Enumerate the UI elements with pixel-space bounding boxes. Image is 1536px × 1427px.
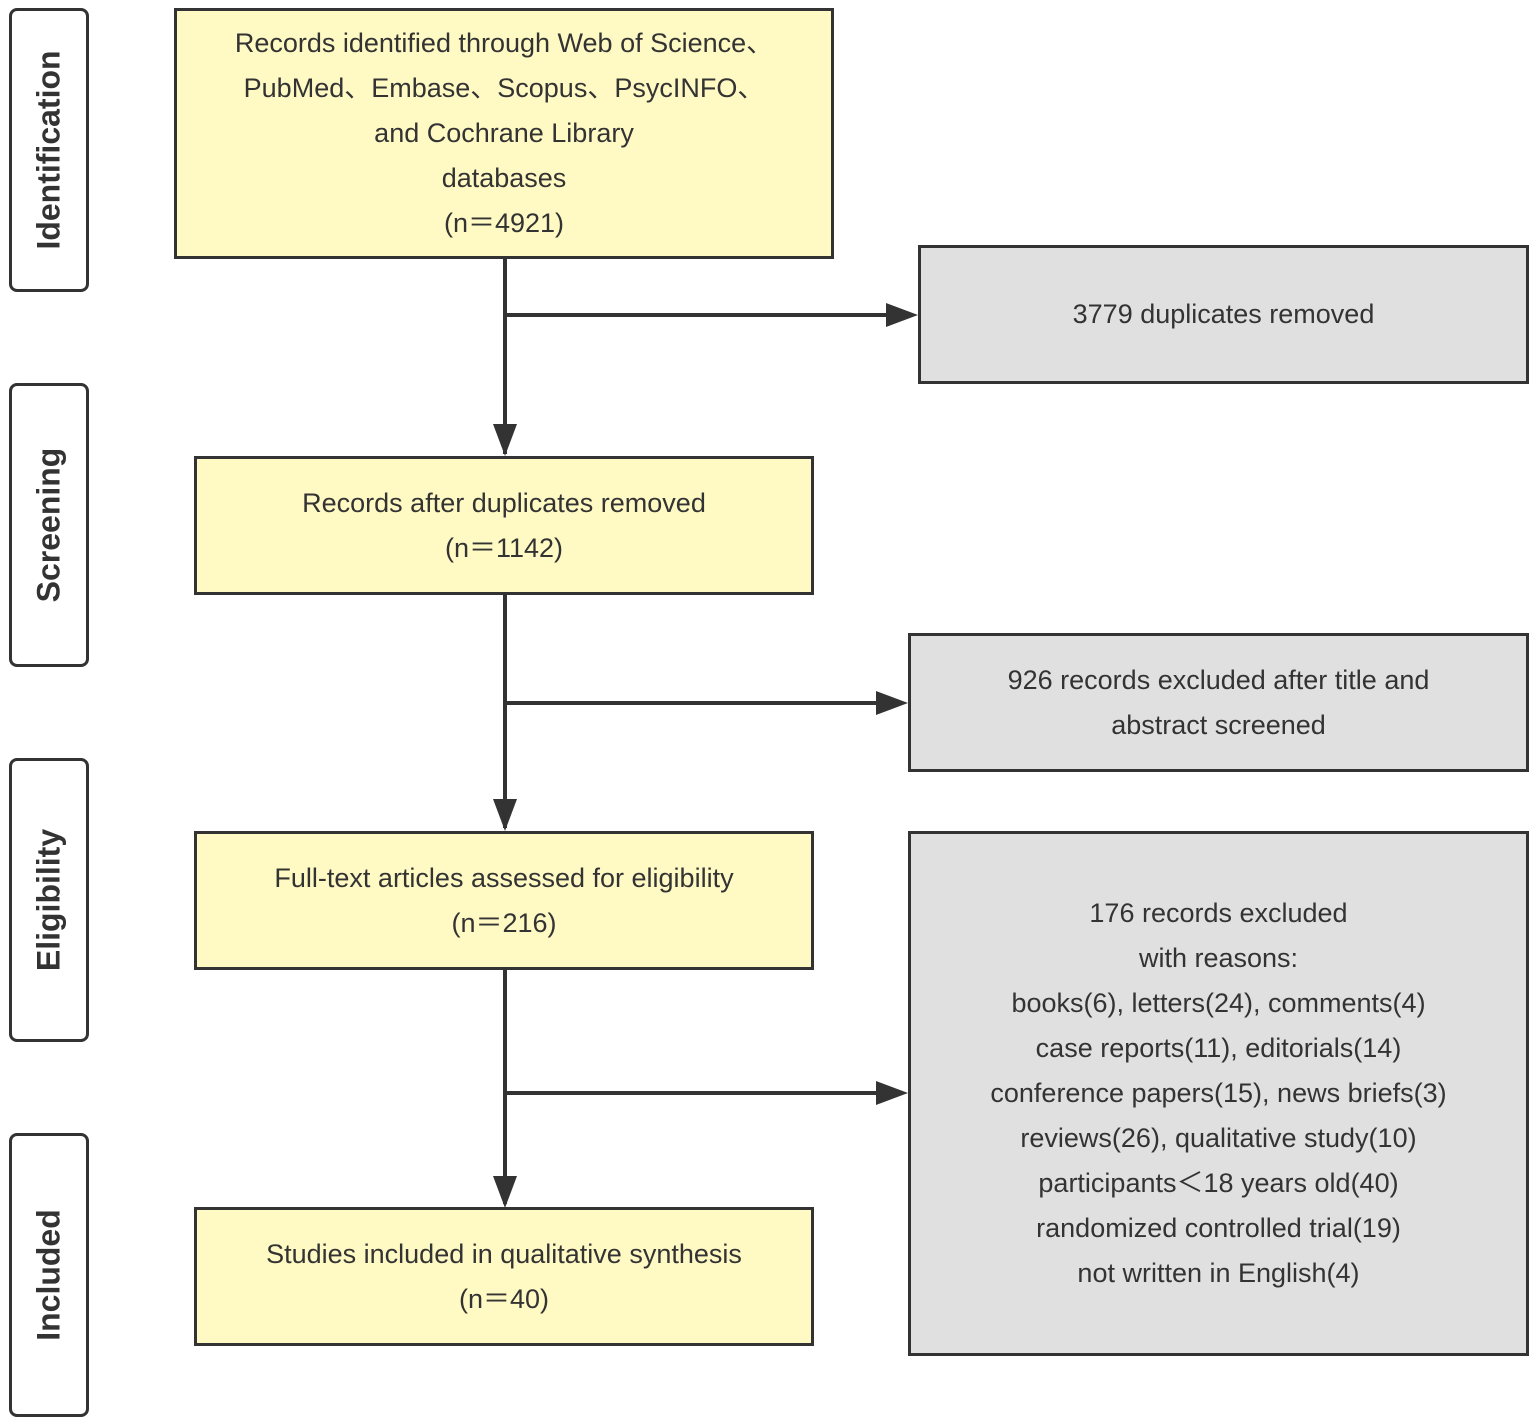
duplicates-removed-box: 3779 duplicates removed bbox=[918, 245, 1529, 384]
full-text-assessed-label: Full-text articles assessed for eligibil… bbox=[274, 862, 734, 893]
exclusion-reason: reviews(26), qualitative study(10) bbox=[1020, 1123, 1417, 1153]
full-text-assessed-count: (n＝216) bbox=[451, 907, 557, 938]
exclusion-reason: participants＜18 years old(40) bbox=[1038, 1168, 1399, 1198]
records-after-duplicates-label: Records after duplicates removed bbox=[302, 487, 706, 518]
full-text-assessed-box: Full-text articles assessed for eligibil… bbox=[194, 831, 814, 970]
stage-eligibility-label: Eligibility bbox=[30, 828, 67, 972]
stage-included: Included bbox=[9, 1133, 89, 1417]
records-identified-line: databases bbox=[441, 163, 567, 193]
arrowhead-eligibility-to-included bbox=[493, 1176, 517, 1208]
arrowhead-to-fulltext-excluded bbox=[876, 1081, 908, 1105]
fulltext-excluded-line: with reasons: bbox=[1138, 943, 1299, 973]
arrowhead-identified-to-screening bbox=[493, 424, 517, 456]
fulltext-excluded-box: 176 records excluded with reasons: books… bbox=[908, 831, 1529, 1356]
arrowhead-to-title-abstract-excluded bbox=[876, 691, 908, 715]
studies-included-label: Studies included in qualitative synthesi… bbox=[266, 1238, 742, 1269]
arrowhead-screening-to-eligibility bbox=[493, 799, 517, 831]
fulltext-excluded-line: 176 records excluded bbox=[1089, 898, 1348, 928]
title-abstract-excluded-line: 926 records excluded after title and bbox=[1007, 664, 1430, 695]
studies-included-count: (n＝40) bbox=[458, 1283, 550, 1314]
exclusion-reason: randomized controlled trial(19) bbox=[1036, 1213, 1401, 1243]
exclusion-reason: not written in English(4) bbox=[1077, 1258, 1360, 1288]
stage-eligibility: Eligibility bbox=[9, 758, 89, 1042]
stage-identification-label: Identification bbox=[30, 50, 67, 250]
records-identified-line: PubMed、Embase、Scopus、PsycINFO、 bbox=[243, 73, 765, 103]
records-after-duplicates-count: (n＝1142) bbox=[444, 532, 564, 563]
records-after-duplicates-box: Records after duplicates removed (n＝1142… bbox=[194, 456, 814, 595]
arrowhead-to-duplicates bbox=[886, 303, 918, 327]
records-identified-line: and Cochrane Library bbox=[374, 118, 634, 148]
records-identified-line: Records identified through Web of Scienc… bbox=[234, 28, 774, 58]
stage-screening-label: Screening bbox=[30, 447, 67, 603]
title-abstract-excluded-box: 926 records excluded after title and abs… bbox=[908, 633, 1529, 772]
exclusion-reason: case reports(11), editorials(14) bbox=[1035, 1033, 1402, 1063]
studies-included-box: Studies included in qualitative synthesi… bbox=[194, 1207, 814, 1346]
stage-screening: Screening bbox=[9, 383, 89, 667]
exclusion-reason: books(6), letters(24), comments(4) bbox=[1011, 988, 1426, 1018]
stage-included-label: Included bbox=[30, 1209, 67, 1341]
records-identified-count: (n＝4921) bbox=[443, 208, 565, 238]
duplicates-removed-label: 3779 duplicates removed bbox=[1072, 299, 1375, 329]
stage-identification: Identification bbox=[9, 8, 89, 292]
records-identified-box: Records identified through Web of Scienc… bbox=[174, 8, 834, 259]
exclusion-reason: conference papers(15), news briefs(3) bbox=[990, 1078, 1447, 1108]
title-abstract-excluded-line: abstract screened bbox=[1111, 709, 1326, 740]
